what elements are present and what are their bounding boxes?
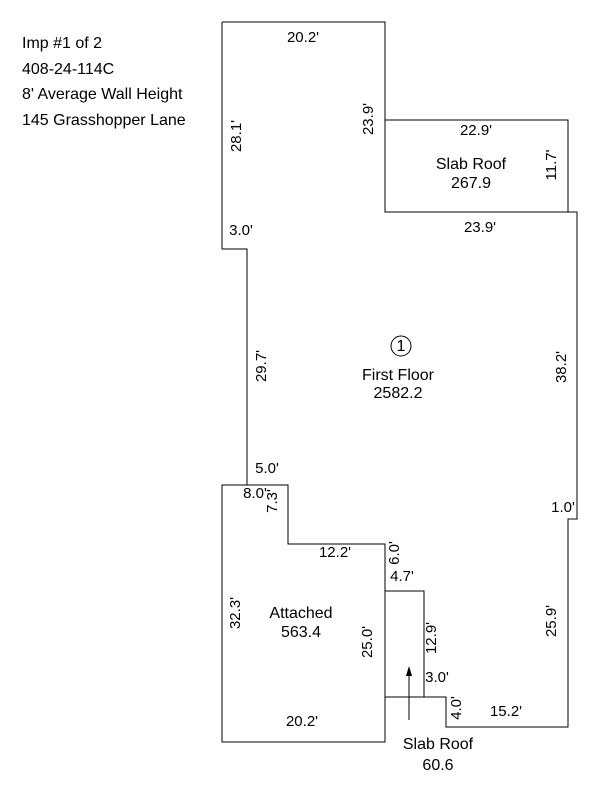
dim-att-step-12-2: 12.2': [319, 544, 351, 561]
slab-roof-top-outline: [385, 119, 569, 212]
slab-roof-bottom-label: Slab Roof: [403, 736, 474, 753]
dim-bottom-right: 15.2': [490, 703, 522, 720]
dim-step-7-3: 7.3': [264, 489, 281, 513]
slab-roof-bottom-area: 60.6: [422, 757, 453, 774]
dim-att-step-6-0: 6.0': [386, 541, 403, 565]
first-floor-outline: [221, 21, 578, 728]
slab-roof-top-label: Slab Roof: [436, 156, 507, 173]
attached-outline: [221, 484, 386, 743]
dim-left-mid: 29.7': [253, 350, 270, 382]
parcel-id: 408-24-114C: [22, 61, 115, 78]
improvement-number: Imp #1 of 2: [22, 35, 103, 52]
dim-step-left: 3.0': [229, 222, 253, 239]
dim-step-5: 5.0': [255, 460, 279, 477]
slab-roof-bottom-outline: [385, 590, 425, 697]
dim-slab-top-height: 11.7': [543, 149, 560, 180]
dim-att-bottom: 20.2': [286, 713, 318, 730]
dim-slab-top-width: 22.9': [460, 122, 492, 139]
dim-att-left: 32.3': [227, 597, 244, 629]
area-marker-number: 1: [397, 338, 406, 355]
wall-height: 8' Average Wall Height: [22, 86, 183, 103]
attached-label: Attached: [269, 605, 332, 622]
dim-step-1: 1.0': [551, 499, 575, 516]
dim-left-upper: 28.1': [228, 120, 245, 152]
dim-slab-bottom-width: 3.0': [425, 669, 449, 686]
dim-slab-bottom-height: 12.9': [423, 622, 440, 654]
attached-area: 563.4: [281, 624, 321, 641]
area-marker-circle: [390, 335, 412, 357]
dim-step-4-0: 4.0': [448, 696, 465, 720]
dim-right-main: 38.2': [553, 351, 570, 383]
dim-right-lower: 25.9': [543, 605, 560, 637]
arrow-pointer-head: [406, 666, 412, 676]
dim-slab-top-bottom: 23.9': [464, 219, 496, 236]
dim-step-8: 8.0': [243, 485, 267, 502]
dim-att-step-4-7: 4.7': [390, 568, 414, 585]
address: 145 Grasshopper Lane: [22, 112, 186, 129]
dim-top-width: 20.2': [287, 29, 319, 46]
dim-att-right: 25.0': [359, 626, 376, 658]
first-floor-label: First Floor: [362, 367, 435, 384]
dim-right-upper-inner: 23.9': [360, 103, 377, 135]
slab-roof-top-area: 267.9: [451, 175, 491, 192]
first-floor-area: 2582.2: [374, 385, 423, 402]
